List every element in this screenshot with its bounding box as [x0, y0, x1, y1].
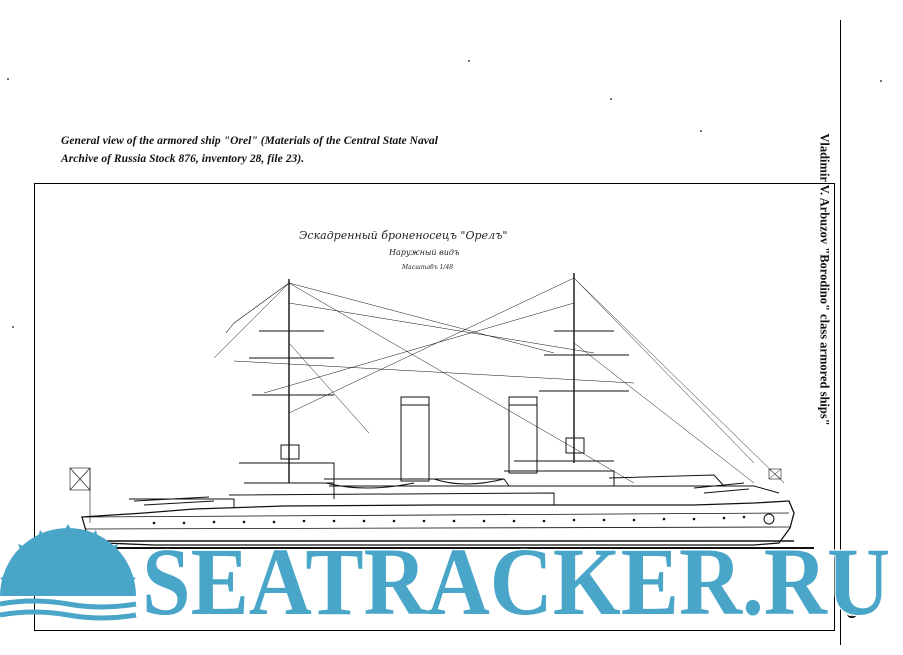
watermark-text: SEATRACKER.RU	[142, 528, 890, 628]
page-speck	[700, 130, 702, 132]
hull-portholes	[152, 515, 746, 525]
ship-drawing: Эскадренный броненосецъ "Орелъ" Наружный…	[69, 229, 814, 549]
drawing-frame	[34, 183, 835, 631]
page-speck	[880, 80, 882, 82]
watermark-waves	[0, 598, 137, 621]
drawing-handwritten-scale: Масштабъ 1/48	[401, 264, 453, 271]
ship-hull	[69, 273, 814, 549]
sun-logo-icon	[0, 524, 136, 596]
page-speck	[468, 60, 470, 62]
page-speck	[7, 78, 9, 80]
figure-caption: General view of the armored ship "Orel" …	[61, 132, 481, 168]
caption-line-1: General view of the armored ship "Orel" …	[61, 135, 438, 147]
caption-line-2: Archive of Russia Stock 876, inventory 2…	[61, 153, 305, 165]
drawing-handwritten-subtitle: Наружный видъ	[388, 248, 459, 257]
page-speck	[610, 98, 612, 100]
drawing-handwritten-title: Эскадренный броненосецъ "Орелъ"	[299, 229, 507, 242]
margin-rule	[840, 20, 841, 645]
page-speck	[12, 326, 14, 328]
seatracker-watermark: SEATRACKER.RU	[0, 524, 891, 628]
